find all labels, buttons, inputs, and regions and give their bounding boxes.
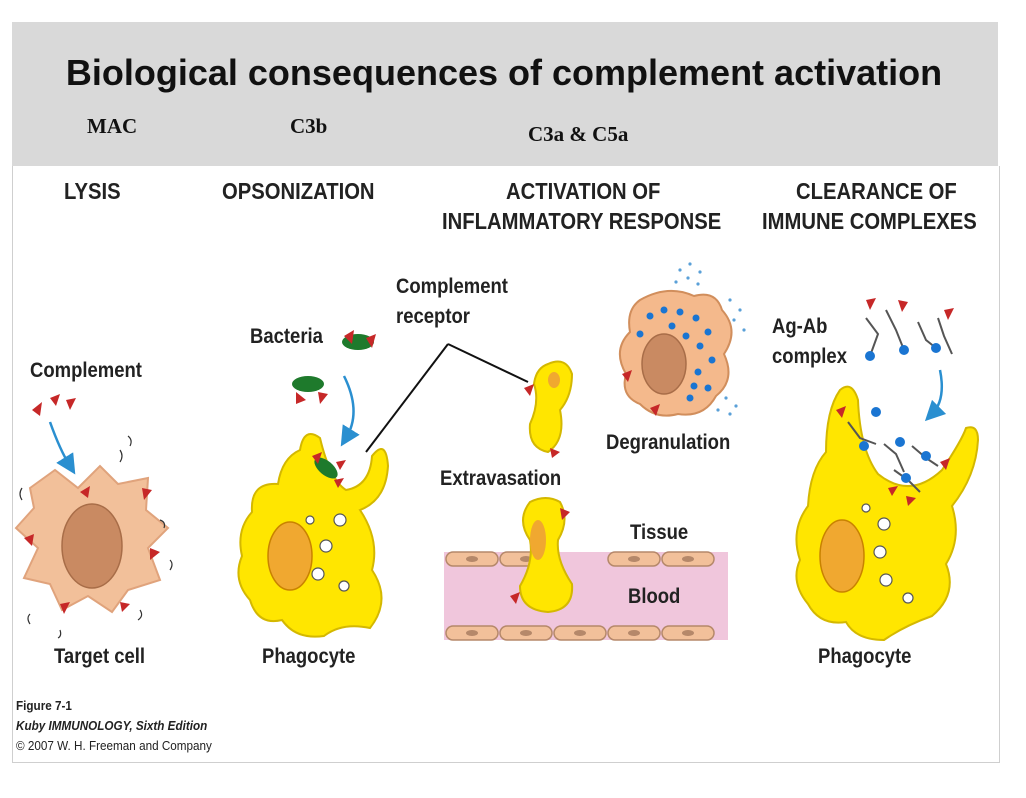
arrow-opsonization <box>340 375 360 447</box>
header-inflammatory-line1: ACTIVATION OF <box>506 178 661 204</box>
complement-triangles-lysis <box>32 394 76 416</box>
label-phagocyte-clearance: Phagocyte <box>818 645 912 668</box>
engulfed-bacterium <box>312 452 346 488</box>
released-granules <box>674 262 746 416</box>
clearance-panel <box>795 298 980 642</box>
label-bacteria: Bacteria <box>250 325 323 348</box>
phagocyte-clearance <box>795 385 980 642</box>
subtitle-c3b: C3b <box>290 114 328 138</box>
membrane-debris <box>19 435 173 639</box>
arrow-clearance <box>924 369 947 422</box>
header-inflammatory-line2: INFLAMMATORY RESPONSE <box>442 208 722 234</box>
label-ag-ab-line1: Ag-Ab <box>772 315 828 338</box>
figure-frame <box>12 166 1000 763</box>
mast-nucleus <box>641 333 687 395</box>
label-tissue: Tissue <box>630 521 689 544</box>
label-complement-receptor-line1: Complement <box>396 275 508 298</box>
mac-pores <box>24 486 160 614</box>
caption-figure-number: Figure 7-1 <box>16 698 72 713</box>
phagocyte-nucleus-1 <box>267 521 313 591</box>
title-banner <box>12 22 998 166</box>
bacteria-group <box>292 330 376 404</box>
granules-2 <box>861 503 914 604</box>
header-clearance-line1: CLEARANCE OF <box>796 178 957 204</box>
subtitle-c3a-c5a: C3a & C5a <box>528 122 629 146</box>
opsonization-panel <box>237 330 529 638</box>
label-blood: Blood <box>628 585 681 608</box>
phagocyte-nucleus-2 <box>819 519 865 593</box>
caption-book: Kuby IMMUNOLOGY, Sixth Edition <box>16 718 208 733</box>
label-complement: Complement <box>30 359 142 382</box>
lysis-panel <box>14 394 173 639</box>
label-degranulation: Degranulation <box>606 431 731 454</box>
label-target-cell: Target cell <box>54 645 146 668</box>
arrow-lysis <box>48 421 76 475</box>
header-lysis: LYSIS <box>64 178 121 204</box>
blood-vessel <box>444 551 728 641</box>
receptor-line-2 <box>447 343 529 383</box>
inflammatory-panel <box>444 262 746 641</box>
label-extravasation: Extravasation <box>440 467 562 490</box>
target-nucleus <box>61 503 123 589</box>
label-phagocyte-opsonization: Phagocyte <box>262 645 356 668</box>
granules-1 <box>305 513 350 592</box>
subtitle-mac: MAC <box>87 114 138 138</box>
antigens-top <box>865 343 941 361</box>
antigens-engulfed <box>859 407 931 483</box>
header-opsonization: OPSONIZATION <box>222 178 375 204</box>
slide-title: Biological consequences of complement ac… <box>65 52 943 93</box>
label-ag-ab-line2: complex <box>772 345 847 368</box>
phagocyte-opsonization <box>237 433 390 638</box>
receptor-line-1 <box>365 343 449 453</box>
header-clearance-line2: IMMUNE COMPLEXES <box>762 208 977 234</box>
mast-granules <box>636 306 716 402</box>
caption-copyright: © 2007 W. H. Freeman and Company <box>16 738 212 753</box>
label-complement-receptor-line2: receptor <box>396 305 470 328</box>
